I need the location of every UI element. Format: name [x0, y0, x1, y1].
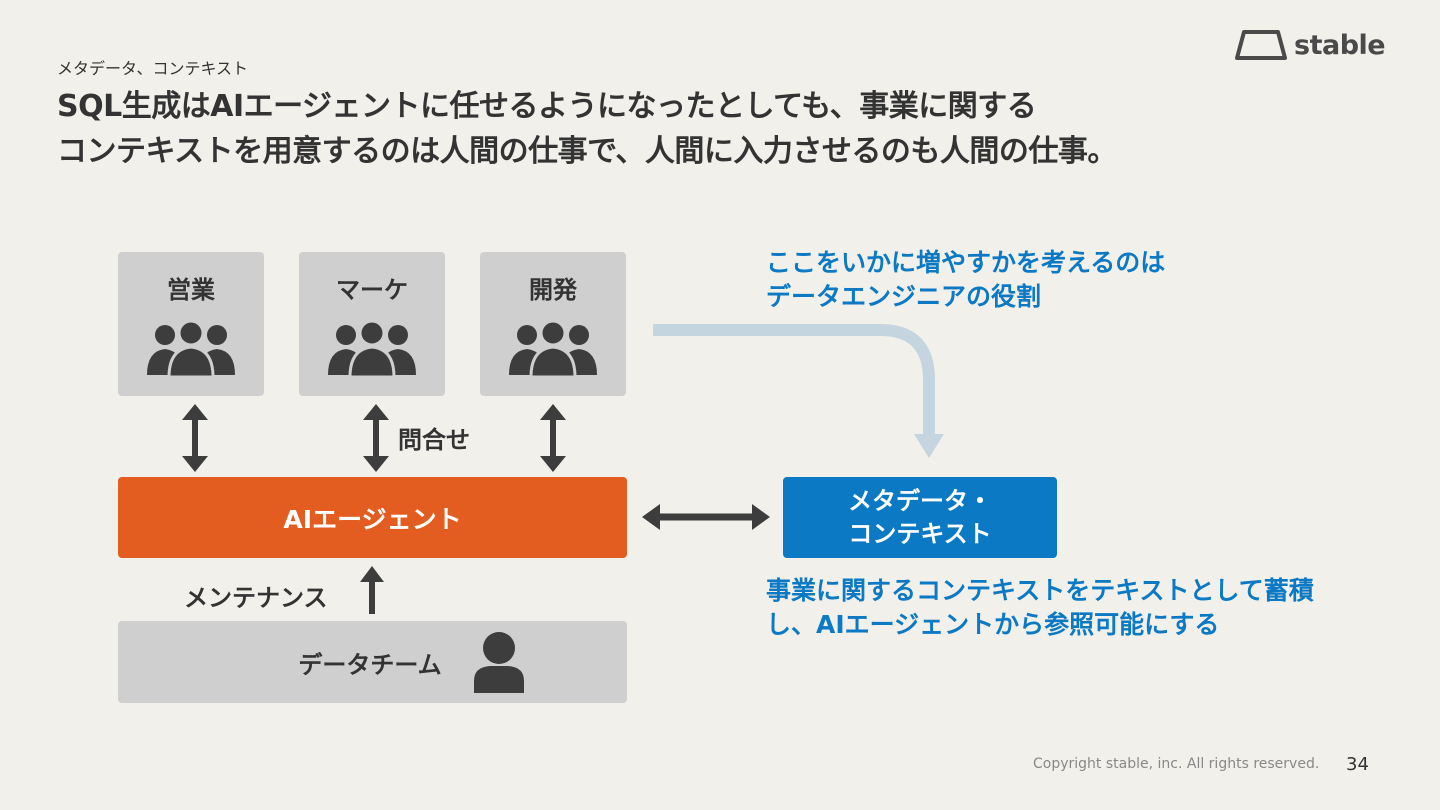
data-engineer-role-note: ここをいかに増やすかを考えるのは データエンジニアの役割 [766, 246, 1165, 314]
section-label: メタデータ、コンテキスト [57, 59, 249, 78]
ai-agent-box: AIエージェント [118, 477, 627, 558]
department-box-marketing: マーケ [299, 252, 445, 396]
page-number: 34 [1346, 754, 1369, 775]
page-title: SQL生成はAIエージェントに任せるようになったとしても、事業に関する コンテキ… [57, 84, 1337, 174]
note-line: 事業に関するコンテキストをテキストとして蓄積 [766, 576, 1314, 605]
metadata-label-line1: メタデータ・ [848, 486, 992, 515]
double-arrow-sales [182, 404, 208, 472]
logo: stable [1234, 28, 1394, 62]
group-icon [509, 319, 597, 377]
page-title-line2: コンテキストを用意するのは人間の仕事で、人間に入力させるのも人間の仕事。 [57, 134, 1117, 169]
department-name: 開発 [529, 276, 577, 304]
up-arrow-maintenance [360, 566, 384, 614]
department-box-sales: 営業 [118, 252, 264, 396]
note-line: し、AIエージェントから参照可能にする [766, 610, 1220, 639]
double-arrow-marketing [363, 404, 389, 472]
context-storage-note: 事業に関するコンテキストをテキストとして蓄積 し、AIエージェントから参照可能に… [766, 574, 1314, 642]
maintenance-label: メンテナンス [184, 584, 328, 612]
metadata-label-line2: コンテキスト [848, 519, 992, 548]
double-arrow-agent-metadata [642, 504, 770, 530]
department-name: マーケ [336, 276, 408, 304]
group-icon [147, 319, 235, 377]
department-name: 営業 [167, 276, 215, 304]
double-arrow-development [540, 404, 566, 472]
copyright-text: Copyright stable, inc. All rights reserv… [1033, 756, 1320, 772]
page-title-line1: SQL生成はAIエージェントに任せるようになったとしても、事業に関する [57, 89, 1037, 124]
metadata-context-box: メタデータ・ コンテキスト [783, 477, 1057, 558]
note-line: データエンジニアの役割 [766, 282, 1042, 311]
ai-agent-label: AIエージェント [283, 504, 462, 534]
inquiry-label: 問合せ [398, 426, 470, 454]
flow-arrow [653, 324, 944, 458]
data-team-label: データチーム [298, 651, 442, 679]
note-line: ここをいかに増やすかを考えるのは [766, 248, 1166, 277]
department-box-development: 開発 [480, 252, 626, 396]
stable-logo-icon [1235, 30, 1287, 60]
group-icon [328, 319, 416, 377]
logo-text: stable [1294, 29, 1386, 61]
data-team-box: データチーム [118, 621, 627, 703]
person-icon [474, 632, 524, 693]
